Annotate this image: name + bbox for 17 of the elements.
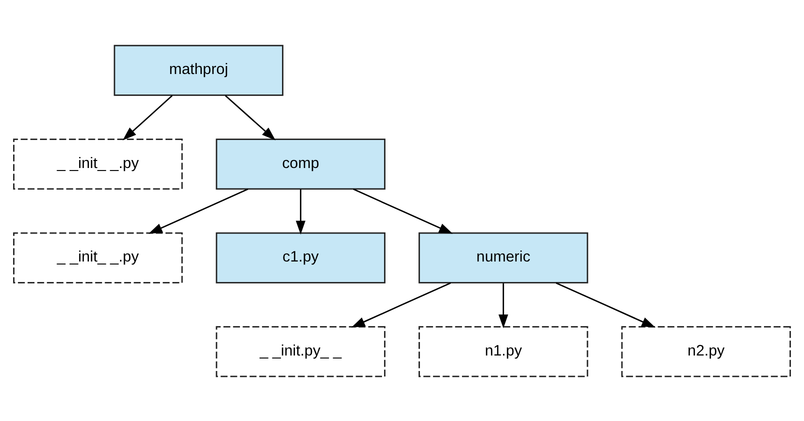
node-box: c1.py — [216, 232, 386, 283]
arrow — [556, 282, 656, 328]
node-box: _ _init_ _.py — [13, 138, 183, 190]
node-box: mathproj — [114, 44, 284, 96]
arrow — [296, 188, 306, 234]
arrow — [122, 94, 173, 140]
arrow — [351, 282, 451, 328]
arrow — [148, 188, 248, 234]
node-box: n2.py — [621, 326, 791, 377]
node-box: comp — [216, 138, 386, 190]
arrow — [224, 94, 276, 140]
node-box: numeric — [418, 232, 588, 283]
node-box: _ _init.py_ _ — [216, 326, 386, 377]
node-box: _ _init_ _.py — [13, 232, 183, 283]
node-box: n1.py — [418, 326, 588, 377]
arrow — [353, 188, 453, 234]
arrow — [498, 282, 508, 328]
